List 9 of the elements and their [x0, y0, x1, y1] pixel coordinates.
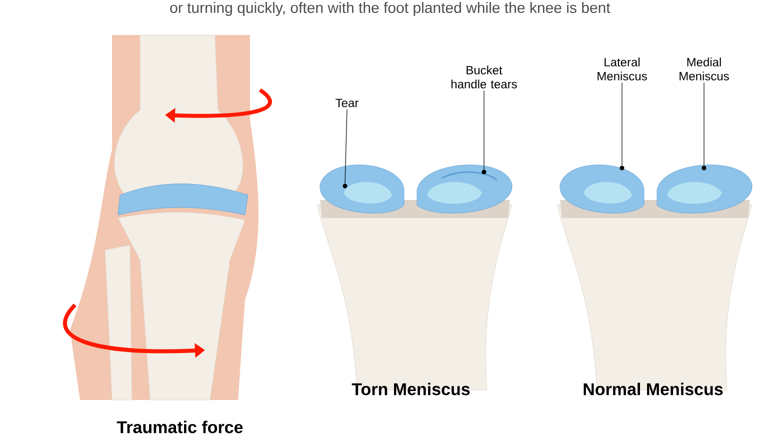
callout-label: Tear — [336, 98, 358, 108]
caption: Traumatic force — [116, 420, 243, 434]
caption: Normal Meniscus — [584, 382, 723, 396]
callout-label: Medial Meniscus — [680, 58, 729, 80]
callout-label: Lateral Meniscus — [598, 58, 647, 80]
caption: Torn Meniscus — [352, 382, 470, 396]
text-line: or turning quickly, often with the foot planted while the knee is bent — [170, 2, 610, 16]
callout-label: Bucket handle tears — [451, 66, 517, 88]
leader-line — [344, 109, 348, 184]
